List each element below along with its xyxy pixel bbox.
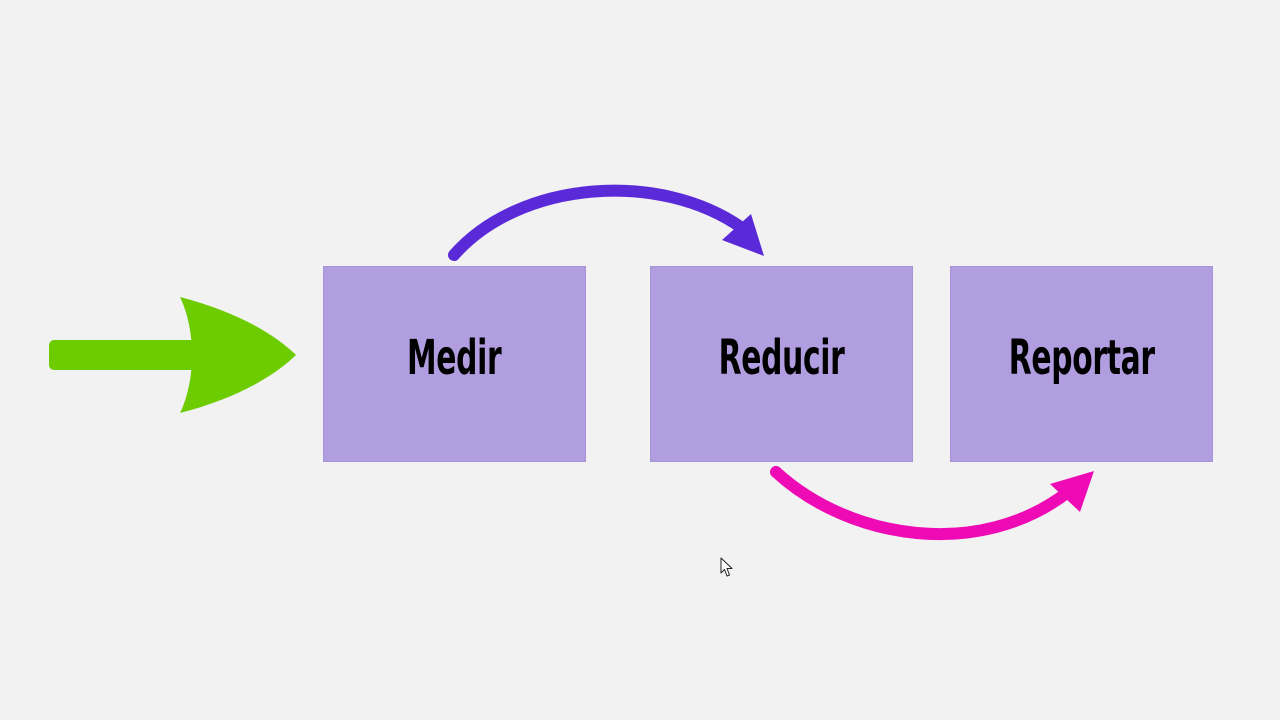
step-label: Medir: [407, 330, 502, 386]
entry-arrow-icon: [49, 297, 296, 413]
top-curved-arrow-icon: [448, 184, 764, 261]
step-box-reportar: Reportar: [950, 266, 1213, 462]
step-label: Reportar: [1008, 330, 1155, 386]
step-label: Reducir: [718, 330, 845, 386]
bottom-curved-arrow-icon: [770, 466, 1094, 541]
step-box-medir: Medir: [323, 266, 586, 462]
mouse-pointer-icon: [720, 557, 733, 577]
step-box-reducir: Reducir: [650, 266, 913, 462]
